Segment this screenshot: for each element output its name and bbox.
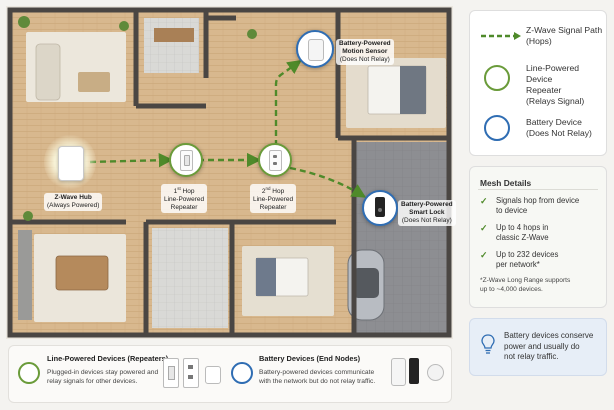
repeaters-desc-l2: relay signals for other devices. (47, 378, 138, 385)
lock-icon (409, 358, 419, 384)
mesh-item-3-l1: Up to 232 devices (496, 250, 559, 259)
motion-subtitle: (Does Not Relay) (339, 56, 390, 63)
outlet-icon (183, 358, 199, 388)
hop2-ordinal-sup: nd (265, 186, 271, 191)
tip-l1: Battery devices conserve (504, 331, 594, 340)
lock-subtitle: (Does Not Relay) (401, 217, 452, 224)
hop1-line2: Line-Powered (164, 196, 205, 204)
hop2-line3: Repeater (259, 204, 287, 212)
tip-text: Battery devices conserve power and usual… (504, 331, 593, 363)
motion-sensor-icon (391, 358, 406, 386)
legend-path-line1: Z-Wave Signal Path (526, 25, 603, 35)
legend-repeater-line1: Line-Powered Device (526, 63, 580, 84)
legend-panel: Z-Wave Signal Path (Hops) Line-Powered D… (469, 10, 607, 156)
hop2-ordinal: 2 (261, 188, 266, 196)
repeaters-desc: Plugged-in devices stay powered and rela… (47, 368, 158, 386)
hop2-hop: Hop (270, 188, 285, 196)
mesh-details-panel: Mesh Details ✓ Signals hop from device t… (469, 166, 607, 308)
path-hop2-to-motion (274, 59, 302, 146)
motion-line2: Motion Sensor (342, 48, 388, 55)
motion-title: Battery-Powered (339, 40, 391, 47)
check-icon: ✓ (480, 250, 488, 260)
hop1-repeater[interactable] (169, 143, 203, 177)
legend-battery-text: Battery Device (Does Not Relay) (526, 117, 592, 139)
outlet-icon (269, 150, 282, 171)
lightbulb-icon (481, 334, 495, 354)
hop1-line3: Repeater (170, 204, 198, 212)
mesh-item-2: Up to 4 hops in classic Z-Wave (496, 223, 549, 243)
tip-l3: not relay traffic. (504, 352, 559, 361)
mesh-title: Mesh Details (480, 178, 532, 188)
mesh-footnote: *Z-Wave Long Range supports up to ~4,000… (480, 277, 570, 294)
mesh-divider (478, 189, 598, 190)
motion-sensor[interactable] (296, 30, 334, 68)
blue-ring-icon (484, 115, 510, 141)
check-icon: ✓ (480, 223, 488, 233)
legend-repeater-line2: Repeater (526, 85, 562, 95)
plug-module-icon (205, 366, 221, 384)
mesh-note-l2: up to ~4,000 devices. (480, 285, 543, 293)
battery-desc: Battery-powered devices communicate with… (259, 368, 375, 386)
hop1-hop: Hop (180, 188, 195, 196)
lock-icon (375, 197, 385, 217)
mesh-item-3: Up to 232 devices per network* (496, 250, 558, 270)
repeaters-desc-l1: Plugged-in devices stay powered and (47, 369, 159, 376)
hub-subtitle: (Always Powered) (47, 202, 100, 209)
mesh-item-1-l1: Signals hop from device (496, 196, 580, 205)
battery-tip-panel: Battery devices conserve power and usual… (469, 318, 607, 376)
lock-label: Battery-Powered Smart Lock (Does Not Rel… (398, 200, 456, 226)
device-types-bar: Line-Powered Devices (Repeaters) Plugged… (8, 345, 452, 403)
sensor-puck-icon (427, 364, 444, 381)
hop1-ordinal-sup: st (177, 186, 181, 191)
motion-sensor-icon (308, 39, 324, 61)
hop1-label: 1st Hop Line-Powered Repeater (161, 184, 208, 214)
battery-desc-l2: with the network but do not relay traffi… (259, 378, 376, 385)
battery-desc-l1: Battery-powered devices communicate (259, 369, 375, 376)
legend-repeater-text: Line-Powered Device Repeater (Relays Sig… (526, 63, 606, 107)
path-hub-to-hop1 (89, 152, 174, 168)
legend-battery-line2: (Does Not Relay) (526, 128, 592, 138)
mesh-item-1: Signals hop from device to device (496, 196, 579, 216)
lock-title: Battery-Powered (401, 201, 453, 208)
path-hop2-to-lock (289, 166, 367, 198)
check-icon: ✓ (480, 196, 488, 206)
green-ring-icon (18, 362, 40, 384)
legend-battery-line1: Battery Device (526, 117, 582, 127)
hub-label: Z-Wave Hub (Always Powered) (44, 193, 103, 211)
hub-title: Z-Wave Hub (54, 194, 92, 201)
legend-path-text: Z-Wave Signal Path (Hops) (526, 25, 602, 47)
mesh-item-2-l1: Up to 4 hops in (496, 223, 549, 232)
legend-path-line2: (Hops) (526, 36, 552, 46)
dashed-arrow-icon (481, 32, 521, 40)
light-switch-icon (180, 150, 193, 171)
zwave-hub[interactable] (58, 146, 84, 181)
light-switch-icon (163, 358, 179, 388)
mesh-item-3-l2: per network* (496, 260, 540, 269)
tip-l2: power and usually do (504, 341, 580, 351)
mesh-note-l1: *Z-Wave Long Range supports (480, 277, 571, 284)
repeaters-title: Line-Powered Devices (Repeaters) (47, 354, 169, 363)
hop2-line2: Line-Powered (253, 196, 294, 204)
lock-line2: Smart Lock (409, 209, 445, 216)
hop2-label: 2nd Hop Line-Powered Repeater (250, 184, 297, 214)
mesh-item-1-l2: to device (496, 206, 528, 215)
hop2-repeater[interactable] (258, 143, 292, 177)
mesh-item-2-l2: classic Z-Wave (496, 233, 549, 242)
green-ring-icon (484, 65, 510, 91)
battery-title: Battery Devices (End Nodes) (259, 354, 361, 363)
blue-ring-icon (231, 362, 253, 384)
legend-repeater-line3: (Relays Signal) (526, 96, 585, 106)
hop1-ordinal: 1 (173, 188, 178, 196)
motion-label: Battery-Powered Motion Sensor (Does Not … (336, 39, 394, 65)
smart-lock[interactable] (362, 190, 398, 226)
